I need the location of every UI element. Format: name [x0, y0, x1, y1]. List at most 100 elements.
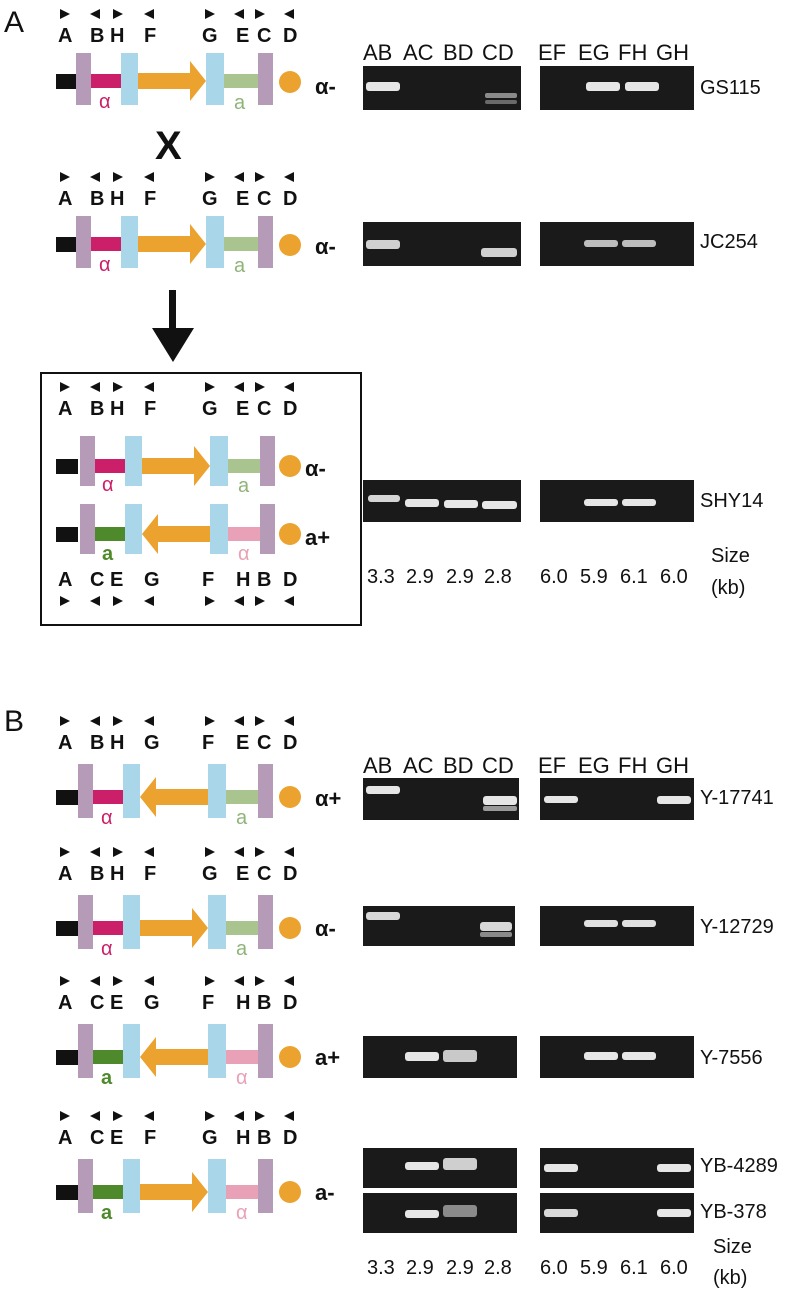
mating-type-gs115: α-: [315, 74, 336, 99]
svg-text:F: F: [144, 398, 156, 420]
svg-text:C: C: [90, 569, 104, 591]
size-value: 2.9: [406, 1257, 434, 1279]
orange-arrow: [138, 61, 206, 101]
svg-text:F: F: [144, 863, 156, 885]
gel-yb4289-left: [363, 1148, 517, 1188]
svg-text:α: α: [238, 543, 250, 565]
svg-text:D: D: [283, 398, 297, 420]
gel-y12729-left: [363, 906, 515, 946]
down-arrow-icon: [152, 290, 194, 362]
locus-diagram-y17741: A B H G F E C D α a: [56, 716, 301, 829]
svg-text:C: C: [257, 863, 271, 885]
locus-diagram-shy14: A B H F G E C D α a a α A C E G F H B D: [56, 382, 301, 606]
size-value: 5.9: [580, 566, 608, 588]
strain-label-y7556: Y-7556: [700, 1047, 763, 1069]
svg-text:F: F: [202, 992, 214, 1014]
svg-text:A: A: [58, 992, 72, 1014]
mating-type-y7556: a+: [315, 1045, 341, 1070]
lane-header: FH: [618, 40, 648, 65]
telomere-dot: [279, 71, 301, 93]
lane-header: GH: [656, 40, 689, 65]
lane-header: EG: [578, 40, 610, 65]
svg-text:C: C: [257, 398, 271, 420]
lane-header: CD: [482, 40, 514, 65]
lane-header: GH: [656, 753, 689, 778]
primer-label: C: [257, 188, 271, 210]
svg-text:F: F: [144, 1127, 156, 1149]
svg-text:D: D: [283, 863, 297, 885]
primer-label: B: [90, 188, 104, 210]
svg-text:E: E: [110, 1127, 123, 1149]
svg-text:A: A: [58, 569, 72, 591]
lane-header: AB: [363, 40, 393, 65]
svg-text:a: a: [236, 807, 248, 829]
lane-header: EG: [578, 753, 610, 778]
gel-y7556-right: [540, 1036, 694, 1078]
svg-text:H: H: [110, 398, 124, 420]
svg-text:B: B: [90, 398, 104, 420]
mating-type-shy14-row2: a+: [305, 525, 331, 550]
size-value: 2.9: [406, 566, 434, 588]
strain-label-y17741: Y-17741: [700, 787, 774, 809]
svg-text:F: F: [202, 569, 214, 591]
primer-label: H: [110, 25, 124, 47]
svg-text:α: α: [102, 474, 114, 496]
svg-text:α: α: [236, 1067, 248, 1089]
gel-shy14-right: [540, 480, 694, 522]
svg-text:a: a: [236, 938, 248, 960]
flank-right: [258, 53, 273, 105]
gel-yb378-right: [540, 1193, 694, 1233]
svg-text:C: C: [257, 732, 271, 754]
lane-header: EF: [538, 753, 567, 778]
mating-type-shy14-row1: α-: [305, 456, 326, 481]
a-gene: [224, 74, 258, 88]
primer-label: H: [110, 188, 124, 210]
locus-diagram-gs115: A B H F G E C D α a: [56, 9, 301, 114]
svg-text:C: C: [90, 1127, 104, 1149]
primer-label: E: [236, 25, 249, 47]
size-label: Size: [711, 545, 750, 567]
svg-text:C: C: [90, 992, 104, 1014]
size-unit: (kb): [711, 577, 746, 599]
strain-label-yb378: YB-378: [700, 1201, 767, 1223]
size-value: 6.1: [620, 1257, 648, 1279]
primer-label: F: [144, 25, 156, 47]
primer-label: B: [90, 25, 104, 47]
svg-text:B: B: [257, 569, 271, 591]
lane-header: CD: [482, 753, 514, 778]
mating-type-y17741: α+: [315, 786, 342, 811]
svg-text:a: a: [101, 1202, 113, 1224]
size-value: 2.9: [446, 566, 474, 588]
svg-text:E: E: [236, 398, 249, 420]
lane-header: BD: [443, 40, 474, 65]
svg-text:α: α: [101, 938, 113, 960]
size-value: 6.0: [540, 566, 568, 588]
primer-label: A: [58, 188, 72, 210]
primer-label: D: [283, 25, 297, 47]
svg-text:a: a: [102, 543, 114, 565]
svg-text:H: H: [236, 992, 250, 1014]
svg-text:a: a: [238, 475, 250, 497]
svg-text:G: G: [144, 569, 160, 591]
ir-right: [206, 53, 224, 105]
svg-text:F: F: [202, 732, 214, 754]
primer-label: E: [236, 188, 249, 210]
size-unit: (kb): [713, 1267, 748, 1289]
svg-text:E: E: [236, 863, 249, 885]
ir-left: [121, 53, 138, 105]
svg-text:α: α: [101, 807, 113, 829]
primer-label: G: [202, 25, 218, 47]
lane-header: AC: [403, 40, 434, 65]
alpha-label: α: [99, 91, 111, 113]
size-value: 3.3: [367, 1257, 395, 1279]
size-value: 6.0: [660, 566, 688, 588]
svg-text:α: α: [236, 1202, 248, 1224]
strain-label-jc254: JC254: [700, 231, 758, 253]
svg-text:H: H: [110, 732, 124, 754]
lane-header: EF: [538, 40, 567, 65]
gel-jc254-right: [540, 222, 694, 266]
gel-jc254-left: [363, 222, 521, 266]
gel-y7556-left: [363, 1036, 517, 1078]
svg-text:A: A: [58, 398, 72, 420]
alpha-gene: [91, 74, 121, 88]
